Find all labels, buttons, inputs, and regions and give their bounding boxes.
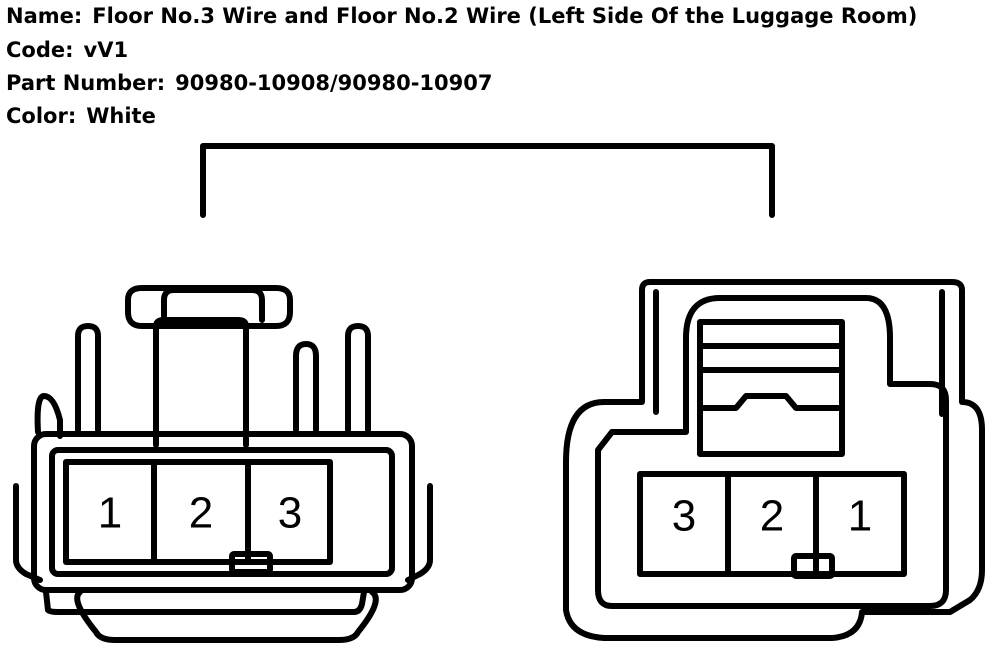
name-label: Name: (6, 4, 83, 28)
name-line: Name: Floor No.3 Wire and Floor No.2 Wire… (6, 6, 917, 27)
left-connector-housing (13, 285, 433, 643)
color-line: Color: White (6, 106, 156, 127)
mating-bracket (200, 143, 775, 218)
left-pin-label: 2 (189, 489, 213, 538)
part-number-line: Part Number: 90980-10908/90980-10907 (6, 73, 492, 94)
part-number-value: 90980-10908/90980-10907 (175, 71, 493, 95)
left-pin-label: 1 (98, 489, 122, 538)
part-number-label: Part Number: (6, 71, 166, 95)
right-pin-label: 2 (760, 492, 784, 541)
left-pin-label: 3 (278, 489, 302, 538)
code-value: vV1 (83, 38, 129, 62)
right-pin-label: 1 (848, 492, 872, 541)
color-value: White (86, 104, 156, 128)
code-label: Code: (6, 38, 74, 62)
right-connector-housing (563, 279, 985, 641)
name-value: Floor No.3 Wire and Floor No.2 Wire (Lef… (92, 4, 918, 28)
color-label: Color: (6, 104, 77, 128)
right-pin-label: 3 (672, 492, 696, 541)
code-line: Code: vV1 (6, 40, 128, 61)
